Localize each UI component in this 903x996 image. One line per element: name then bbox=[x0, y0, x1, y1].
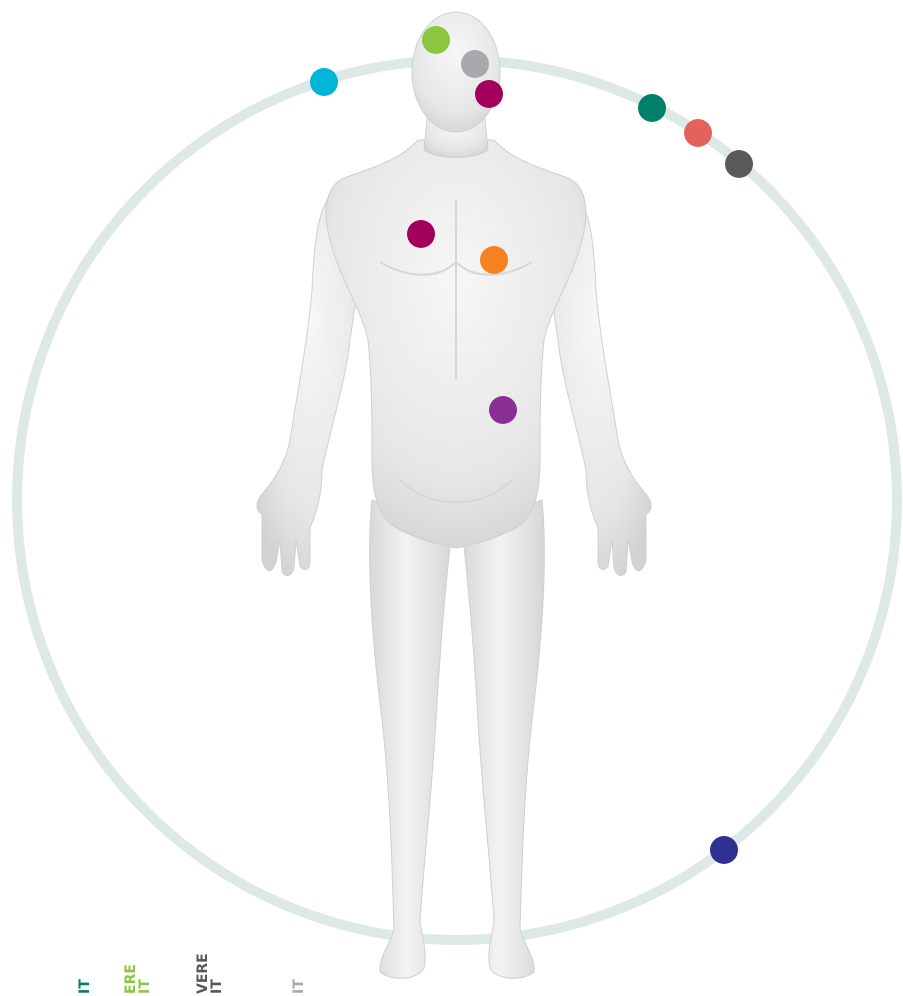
right-leg bbox=[462, 500, 544, 978]
hotspot-dark-gray[interactable] bbox=[725, 150, 753, 178]
hotspot-abdomen-purple[interactable] bbox=[489, 396, 517, 424]
bottom-label-4: IT bbox=[292, 979, 306, 994]
left-leg bbox=[370, 500, 452, 978]
human-figure bbox=[257, 12, 651, 978]
hotspot-head-green[interactable] bbox=[422, 26, 450, 54]
hotspot-cyan[interactable] bbox=[310, 68, 338, 96]
hotspot-chest-orange[interactable] bbox=[480, 246, 508, 274]
hotspot-navy[interactable] bbox=[710, 836, 738, 864]
bottom-label-3-line1: VERE bbox=[196, 953, 210, 994]
hotspot-eye-gray[interactable] bbox=[461, 50, 489, 78]
head bbox=[412, 12, 500, 132]
hotspot-chest-magenta[interactable] bbox=[407, 220, 435, 248]
bottom-label-3-line2: IT bbox=[210, 979, 224, 994]
bottom-label-1: IT bbox=[78, 979, 92, 994]
hotspot-cheek-magenta[interactable] bbox=[475, 80, 503, 108]
bottom-label-2-line2: IT bbox=[138, 979, 152, 994]
bottom-label-2-line1: ERE bbox=[124, 964, 138, 994]
hotspot-salmon[interactable] bbox=[684, 119, 712, 147]
hotspot-teal[interactable] bbox=[638, 94, 666, 122]
